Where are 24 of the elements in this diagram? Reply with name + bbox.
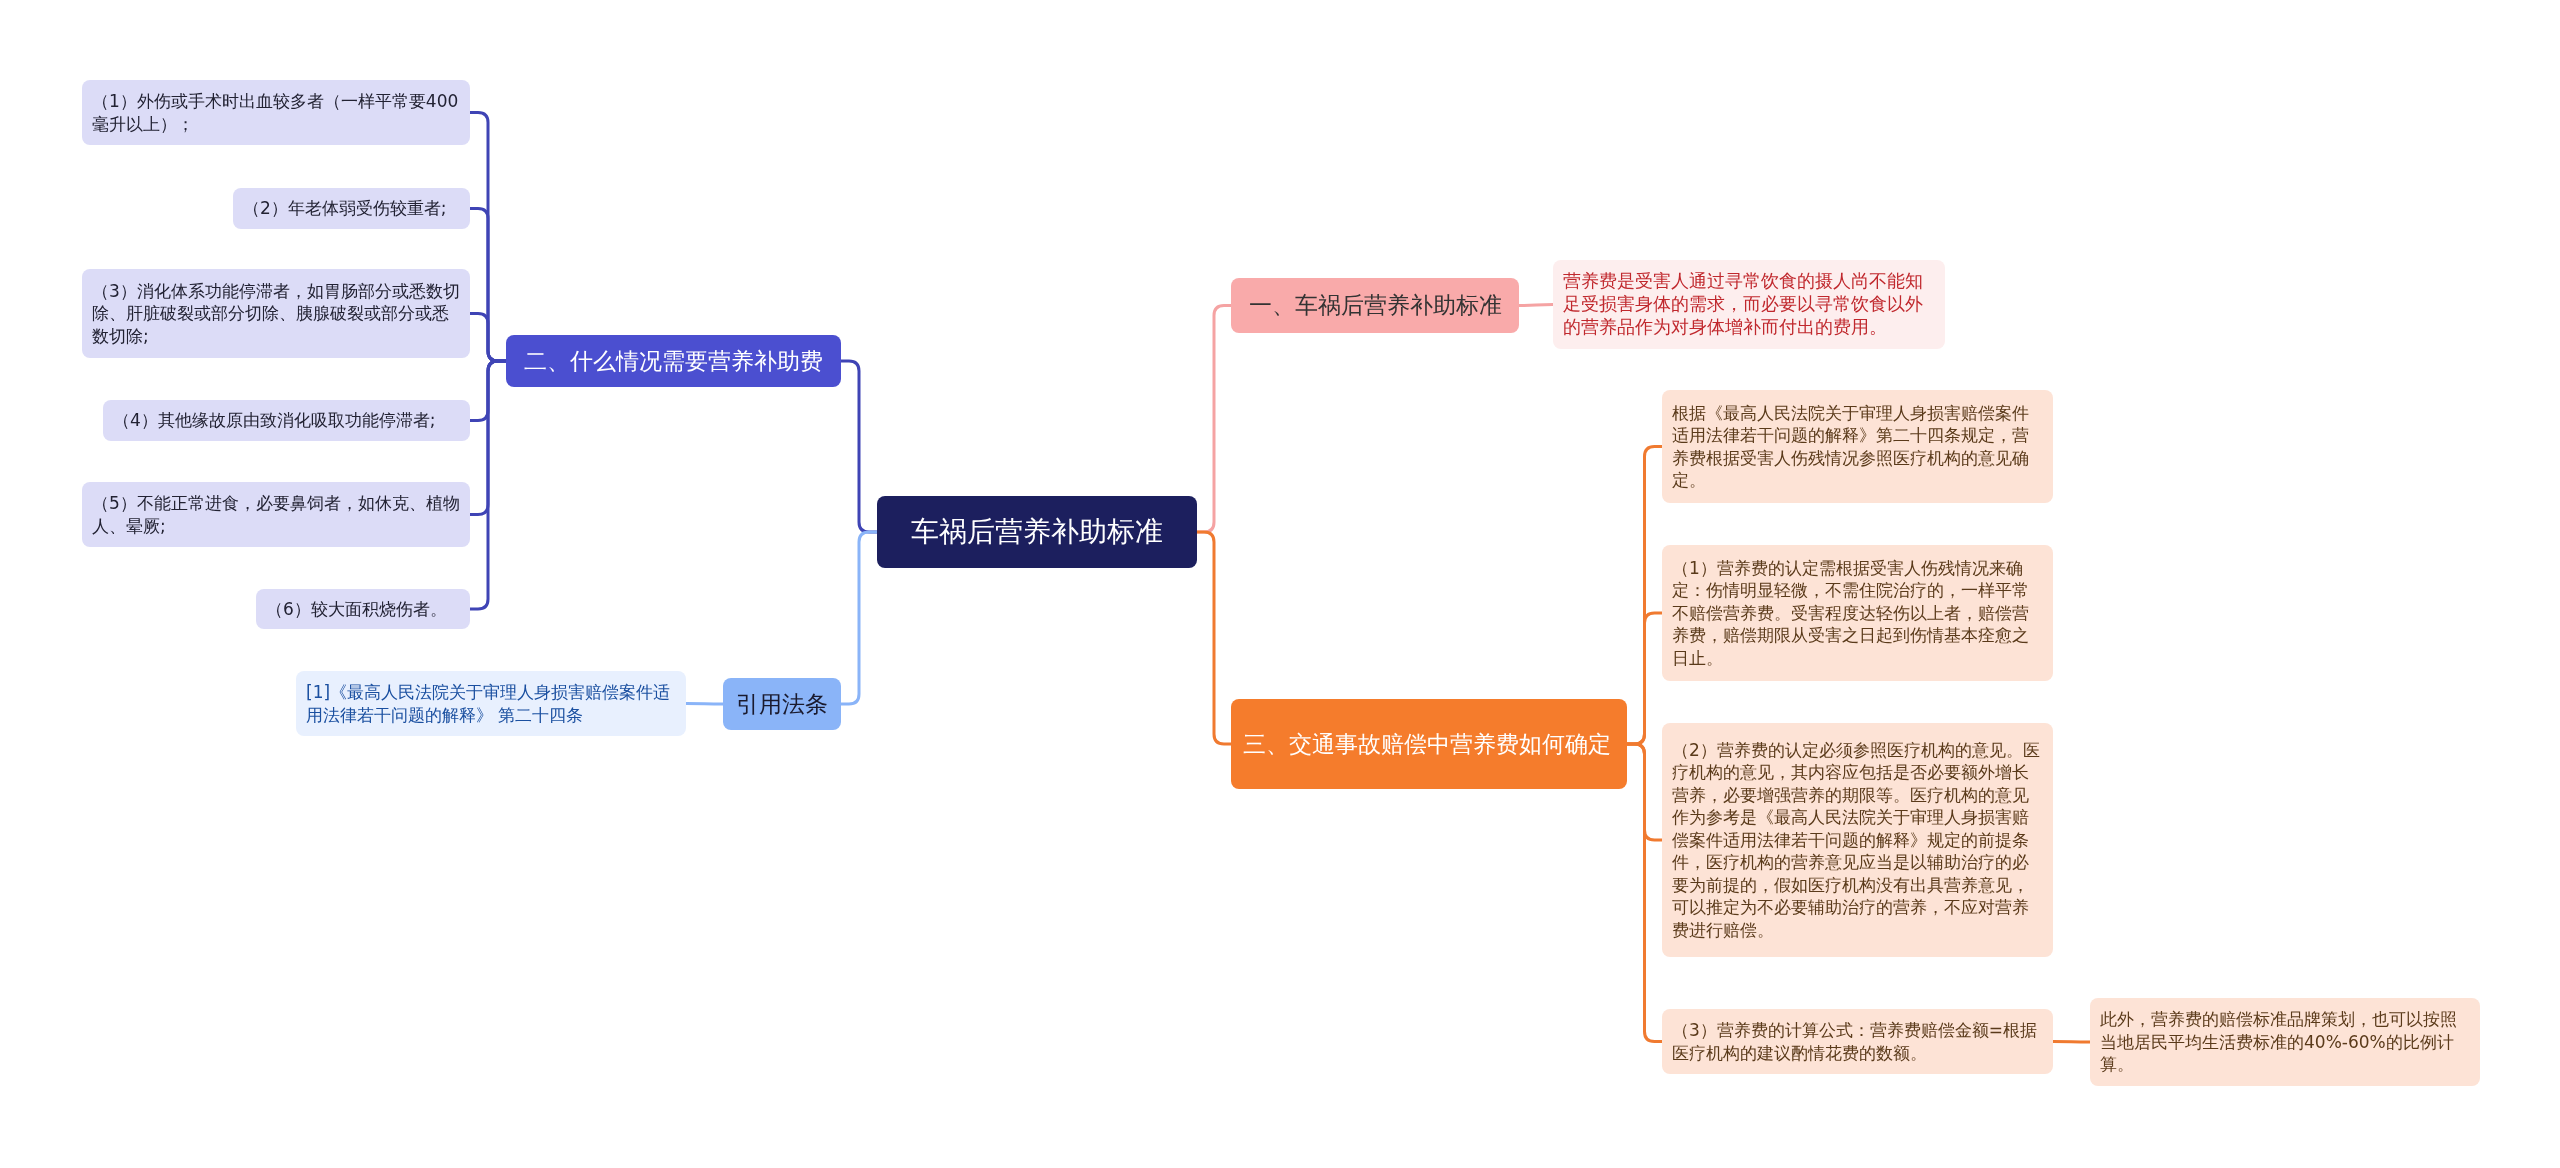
- branch-topic-box: 三、交通事故赔偿中营养费如何确定: [1231, 699, 1627, 789]
- subtopic-box: （1）营养费的认定需根据受害人伤残情况来确定：伤情明显轻微，不需住院治疗的，一样平常不赔偿营养费。受害程度达轻伤以上者，赔偿营养费，赔偿期限从受害之日起到伤情基本痊愈之日止。: [1662, 545, 2053, 681]
- branch-topic-box: 引用法条: [723, 678, 841, 730]
- central-topic-box: 车祸后营养补助标准: [877, 496, 1197, 568]
- subtopic-box: 根据《最高人民法院关于审理人身损害赔偿案件适用法律若干问题的解释》第二十四条规定，营养费根据受害人伤残情况参照医疗机构的意见确定。: [1662, 390, 2053, 503]
- subtopic-box: （2）年老体弱受伤较重者;: [233, 188, 470, 229]
- subtopic-box: （1）外伤或手术时出血较多者（一样平常要400毫升以上）；: [82, 80, 470, 145]
- branch-topic-box: 一、车祸后营养补助标准: [1231, 278, 1519, 333]
- subtopic-box: （5）不能正常进食，必要鼻饲者，如休克、植物人、晕厥;: [82, 482, 470, 547]
- connector-line: [1519, 303, 1553, 307]
- branch-topic-box: 二、什么情况需要营养补助费: [506, 335, 841, 387]
- subtopic-box: （3）消化体系功能停滞者，如胃肠部分或悉数切除、肝脏破裂或部分切除、胰腺破裂或部分或悉数切除;: [82, 269, 470, 358]
- subtopic-box: 此外，营养费的赔偿标准品牌策划，也可以按照当地居民平均生活费标准的40%-60%的比例计算。: [2090, 998, 2480, 1086]
- connector-line: [1627, 742, 1662, 1043]
- subtopic-box: 营养费是受害人通过寻常饮食的摄人尚不能知足受损害身体的需求，而必要以寻常饮食以外的营养品作为对身体增补而付出的费用。: [1553, 260, 1945, 349]
- connector-line: [686, 702, 723, 706]
- citation-box: [1]《最高人民法院关于审理人身损害赔偿案件适用法律若干问题的解释》 第二十四条: [296, 671, 686, 736]
- subtopic-box: （3）营养费的计算公式：营养费赔偿金额=根据医疗机构的建议酌情花费的数额。: [1662, 1009, 2053, 1074]
- connector-line: [841, 530, 877, 706]
- subtopic-box: （2）营养费的认定必须参照医疗机构的意见。医疗机构的意见，其内容应包括是否必要额外增长营养，必要增强营养的期限等。医疗机构的意见作为参考是《最高人民法院关于审理人身损害赔偿案件适用法律若干问题的解释》规定的前提条件，医疗机构的营养意见应当是以辅助治疗的必要为前提的，假如医疗机构没有出具营养意见，可以推定为不必要辅助治疗的营养，不应对营养费进行赔偿。: [1662, 723, 2053, 957]
- subtopic-box: （4）其他缘故原由致消化吸取功能停滞者;: [103, 400, 470, 441]
- connector-line: [470, 359, 506, 611]
- connector-line: [2053, 1040, 2090, 1044]
- subtopic-box: （6）较大面积烧伤者。: [256, 589, 470, 629]
